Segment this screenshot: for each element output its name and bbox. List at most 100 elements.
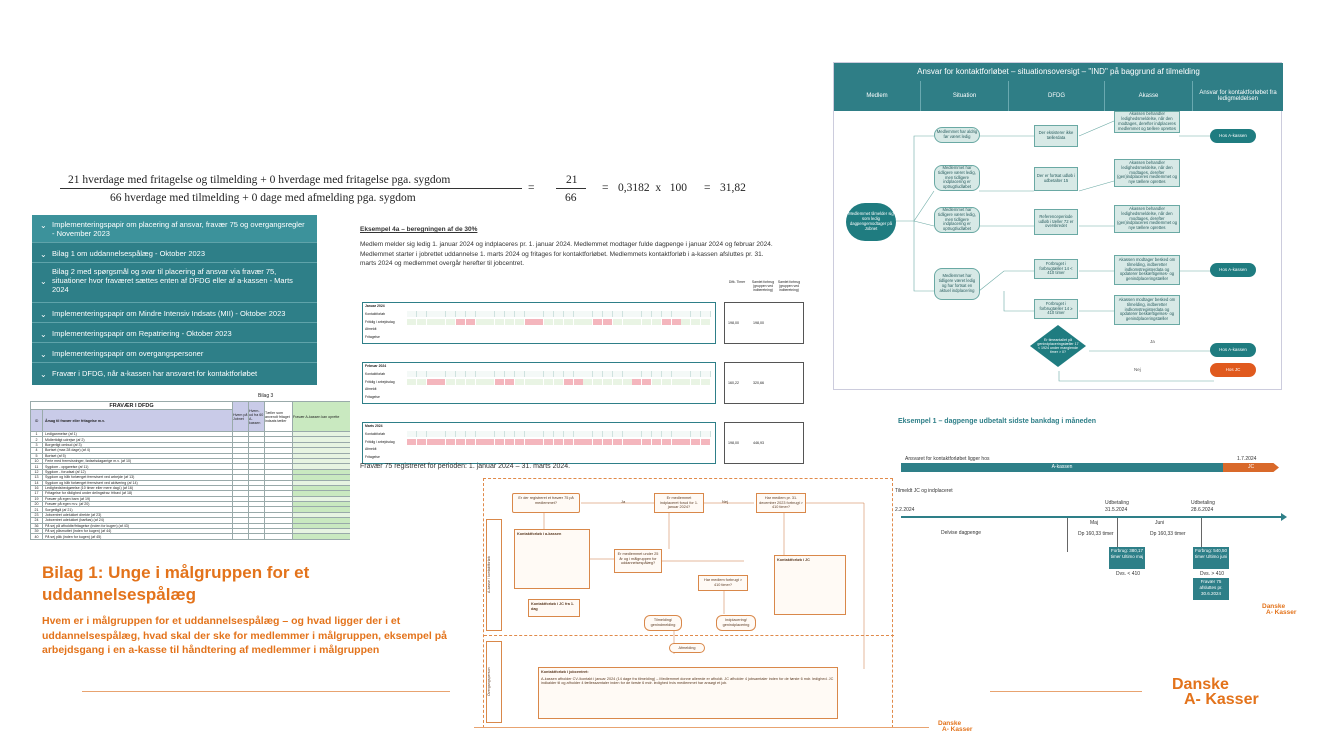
day-cell [534,379,545,385]
forbrug2-note: Dvs. > 410 [1200,571,1225,577]
day-top [612,371,623,377]
day-cell [416,379,427,385]
timeline-axis [901,516,1281,518]
kontakt-jc: Kontaktforløb i JC [774,555,846,615]
pay2-label: Udbetaling [1191,500,1215,506]
forbrug1-note: Dvs. < 410 [1116,571,1141,577]
day-top [514,371,525,377]
decision-ja: Ja [1150,339,1155,344]
day-cell [622,439,633,445]
accordion-item-label: Bilag 2 med spørgsmål og svar til placer… [52,267,293,294]
day-top [436,431,447,437]
day-top [465,431,476,437]
day-cell [544,439,555,445]
q1: Er der registreret et fravær 75 på medle… [512,493,580,513]
day-cell [416,439,427,445]
forbrug2-box: Forbrug: 540,50 timer Ultimo juni [1193,547,1229,569]
day-cell [563,379,574,385]
day-cell [593,319,604,325]
ja-label: Ja [621,499,626,504]
pay2-date: 28.6.2024 [1191,507,1214,513]
day-cell [426,379,437,385]
formula-eq2: = [602,182,609,194]
month-row-label: Fritagelse [365,394,380,399]
day-top [642,371,653,377]
day-cell [544,379,555,385]
day-top [671,431,682,437]
day-cell [603,379,613,385]
box-tilmelding: Tilmelding/ genindmelding [644,615,682,631]
day-top [642,311,653,317]
day-top [593,431,604,437]
day-cell [652,319,662,325]
day-cell [554,319,564,325]
month-val2: 198,00 [753,321,764,325]
kontakt-akassen-title: Kontaktforløb i a-kassen [517,532,562,536]
accordion-item[interactable]: ⌄ Fravær i DFDG, når a-kassen har ansvar… [32,363,317,385]
day-top [652,431,662,437]
situation-node: Medlemmet har aldrig før været ledig [934,127,980,143]
day-cell [642,439,653,445]
forbrug1-box: Forbrug: 380,17 timer Ultimo maj [1109,547,1145,569]
day-cell [407,319,417,325]
accordion-item[interactable]: ⌄ Implementeringspapir om overgangsperso… [32,343,317,363]
start-label: Tilmeldt JC og indplaceret [895,488,953,494]
day-top [495,311,506,317]
day-top [544,311,555,317]
accordion-item[interactable]: ⌄ Implementeringspapir om placering af a… [32,215,317,243]
result-node: Hos A-kassen [1210,129,1256,143]
dp2-label: Dp 160,33 timer [1150,531,1186,537]
row-cell [264,533,294,540]
accordion-item[interactable]: ⌄ Implementeringspapir om Mindre Intensi… [32,303,317,323]
day-cell [495,439,506,445]
day-cell [671,379,682,385]
day-cell [505,379,515,385]
formula: 21 hverdage med fritagelse og tilmelding… [60,172,760,212]
day-cell [652,379,662,385]
example-4a-title: Eksempel 4a – beregningen af de 30% [360,226,478,233]
formula-result: 31,82 [720,182,746,194]
day-cell [475,319,486,325]
day-top [652,311,662,317]
day-top [446,311,457,317]
accordion-item[interactable]: ⌄ Implementeringspapir om Repatriering -… [32,323,317,343]
day-cell [456,379,466,385]
logo-large: Danske A- Kasser [1172,676,1259,709]
q2: Er medlemmet indplaceret forud for 1. ja… [654,493,704,513]
situation-node: Medlemmet har tidligere været ledig og h… [934,268,980,300]
day-cell [436,379,447,385]
accordion-item[interactable]: ⌄ Bilag 2 med spørgsmål og svar til plac… [32,263,317,303]
responsibility-label: Ansvaret for kontaktforløbet ligger hos [905,456,990,462]
month-row-label: Kontaktforløb [365,372,386,376]
day-cell [544,319,555,325]
logo-line2: A- Kasser [1184,691,1259,709]
day-cell [681,379,692,385]
example1-timeline: Ansvaret for kontaktforløbet ligger hos … [895,450,1287,610]
formula-eq3: = [704,182,711,194]
kontakt-jc-fra-title: Kontaktforløb i JC fra 1. dag [531,602,575,611]
col-d: Fravær A-kassen kan oprette [292,401,350,432]
band-akassen: A-kassen [901,463,1223,472]
day-top [691,311,702,317]
day-cell [583,319,594,325]
delvise-label: Delvise dagpenge [941,530,982,536]
day-cell [514,379,525,385]
formula-bar [60,188,522,189]
day-top [436,371,447,377]
day-cell [671,439,682,445]
timeline-arrow-icon [1281,513,1287,521]
day-top [603,371,613,377]
day-cell [691,319,702,325]
kontakt-jc-fra: Kontaktforløb i JC fra 1. dag [528,599,580,617]
swimlane-title: Ansvar for kontaktforløbet – situationso… [834,63,1283,81]
accordion-item[interactable]: ⌄ Bilag 1 om uddannelsespålæg - Oktober … [32,243,317,263]
day-top [603,311,613,317]
accordion-item-label: Implementeringspapir om Mindre Intensiv … [52,309,286,318]
day-top [622,371,633,377]
day-cell [436,439,447,445]
day-top [475,371,486,377]
day-top [593,371,604,377]
day-cell [593,439,604,445]
